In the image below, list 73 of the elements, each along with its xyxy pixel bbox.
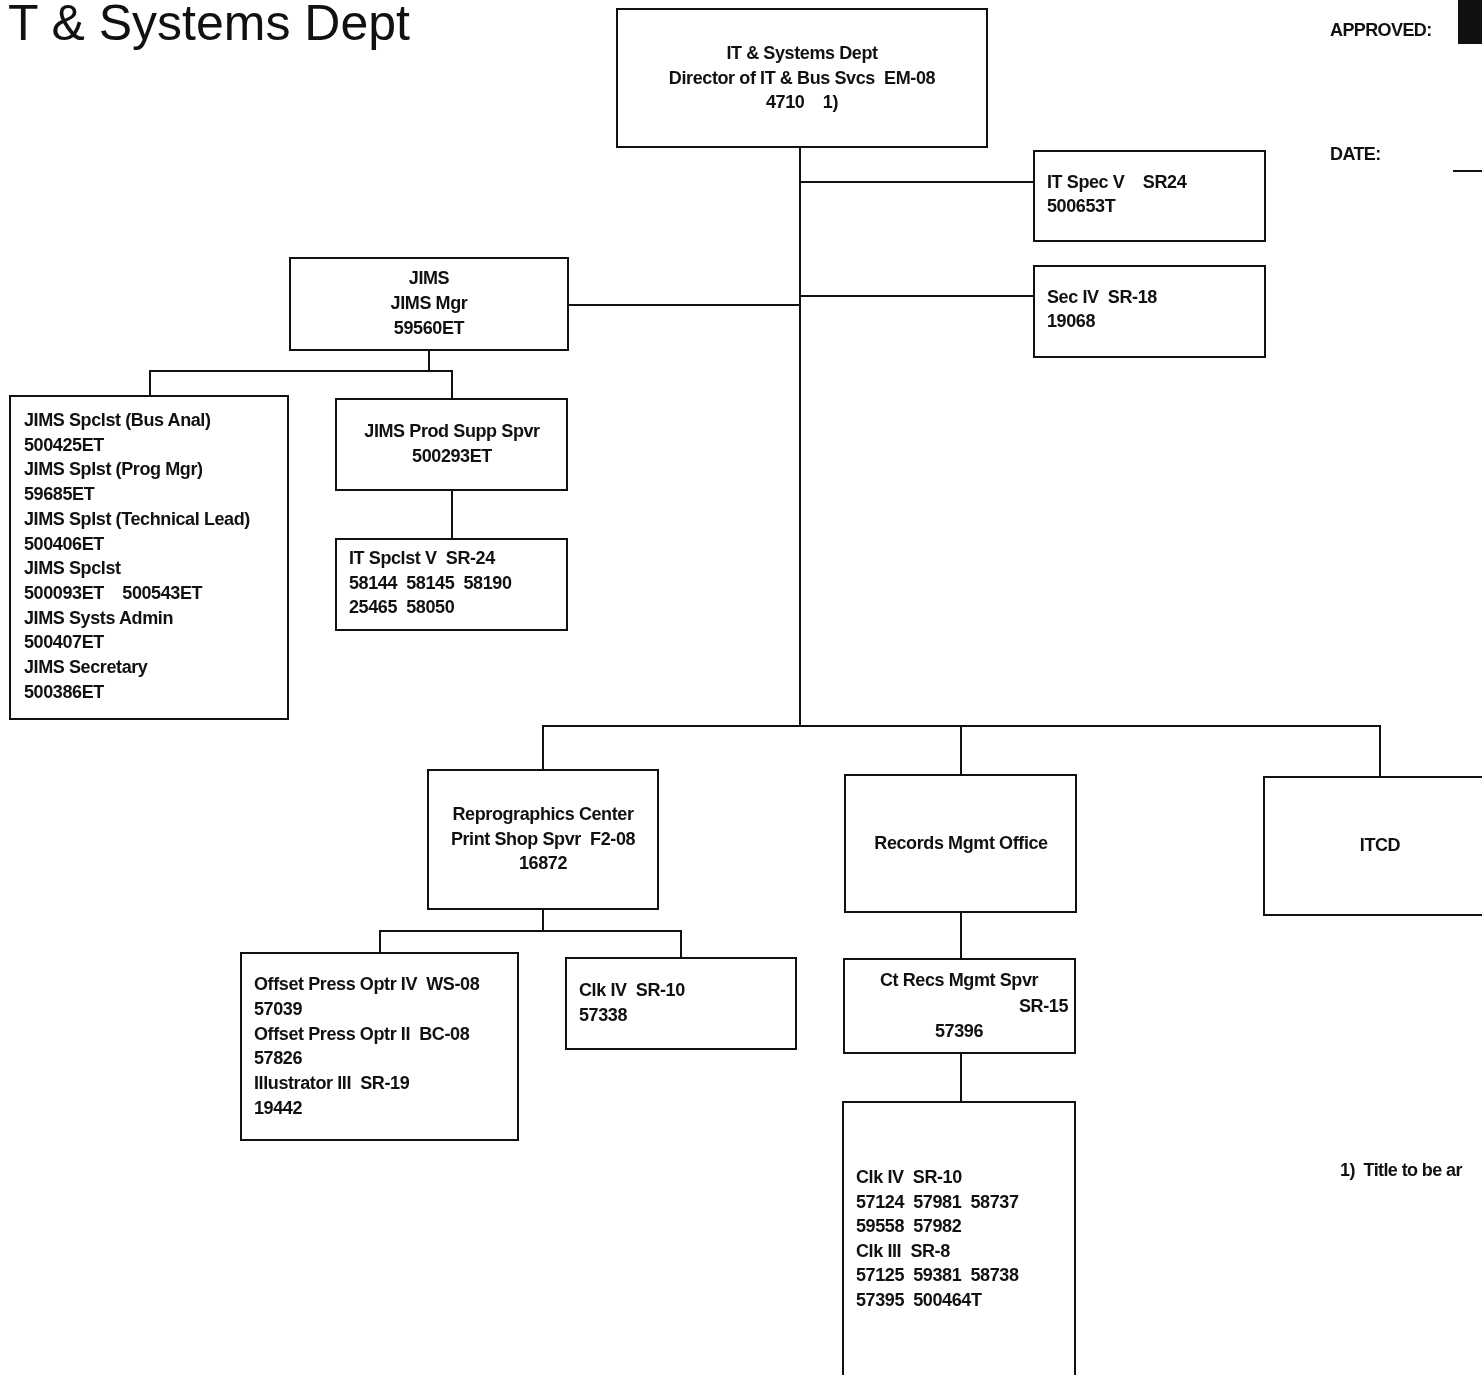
org-box [335,538,568,631]
position-text: 16872 [518,852,568,874]
position-text: IT Spclst V SR-24 [349,547,495,569]
position-text: Offset Press Optr IV WS-08 [254,973,480,995]
position-text: 57125 59381 58738 [856,1264,1019,1287]
position-text: 500407ET [24,631,104,654]
position-text: Director of IT & Bus Svcs EM-08 [668,66,936,89]
org-box [843,958,1076,1054]
connector-line [960,912,962,959]
position-text: 19068 [1047,310,1096,332]
position-text: Offset Press Optr II BC-08 [254,1022,470,1045]
position-text: 59558 57982 [856,1215,962,1238]
page-title: T & Systems Dept [8,0,410,52]
position-text: 500093ET 500543ET [24,581,203,604]
org-box [9,395,289,720]
position-text: Sec IV SR-18 [1047,286,1157,308]
position-text: 57395 500464T [856,1289,982,1311]
position-text: JIMS Spclst [24,557,121,580]
position-text: 57338 [579,1004,628,1026]
position-text: 25465 58050 [349,596,455,618]
org-box [842,1101,1076,1375]
position-text: 500293ET [412,445,492,467]
org-box [1263,776,1482,916]
position-text: JIMS Secretary [24,656,148,678]
position-text: 500406ET [24,532,104,555]
position-text: IT & Systems Dept [726,42,878,64]
position-text: Clk IV SR-10 [856,1166,962,1188]
org-box [1033,150,1266,242]
note-text: DATE: [1330,144,1381,165]
org-box [240,952,519,1141]
org-box [335,398,568,491]
org-box [844,774,1077,913]
org-box [565,957,797,1050]
position-text: 4710 1) [765,91,839,113]
connector-line [960,1053,962,1102]
position-text: 57396 [934,1020,984,1042]
connector-line [451,490,453,539]
position-text: JIMS [408,267,450,289]
position-text: JIMS Prod Supp Spvr [364,420,540,442]
position-text: Records Mgmt Office [874,832,1048,854]
position-text: SR-15 [1018,994,1068,1017]
position-text: 500425ET [24,433,104,456]
connector-line [799,147,1381,777]
position-text: Clk IV SR-10 [579,979,685,1001]
position-text: ITCD [1359,834,1401,856]
position-text: 500653T [1047,195,1116,217]
connector-line [542,909,682,958]
position-text: IT Spec V SR24 [1047,171,1187,193]
position-text: 58144 58145 58190 [349,571,512,594]
position-text: 59685ET [24,483,95,506]
position-text: 57039 [254,997,303,1020]
position-text: 59560ET [393,317,465,339]
position-text: JIMS Splst (Prog Mgr) [24,458,203,481]
note-text: APPROVED: [1330,20,1432,41]
org-box [289,257,569,351]
position-text: Print Shop Spvr F2-08 [450,827,636,850]
note-text: 1) Title to be ar [1340,1160,1462,1181]
position-text: JIMS Mgr [390,292,468,314]
position-text: 57124 57981 58737 [856,1190,1019,1213]
org-box [1033,265,1266,358]
position-text: Reprographics Center [452,803,634,825]
position-text: 19442 [254,1097,303,1119]
position-text: Clk III SR-8 [856,1239,950,1262]
org-box [616,8,988,148]
position-text: JIMS Systs Admin [24,606,173,629]
position-text: JIMS Spclst (Bus Anal) [24,409,211,431]
position-text: Illustrator III SR-19 [254,1072,410,1095]
org-box [427,769,659,910]
position-text: 57826 [254,1047,303,1070]
position-text: Ct Recs Mgmt Spvr [879,969,1039,991]
position-text: JIMS Splst (Technical Lead) [24,507,250,530]
position-text: 500386ET [24,680,104,703]
connector-line [428,350,453,399]
